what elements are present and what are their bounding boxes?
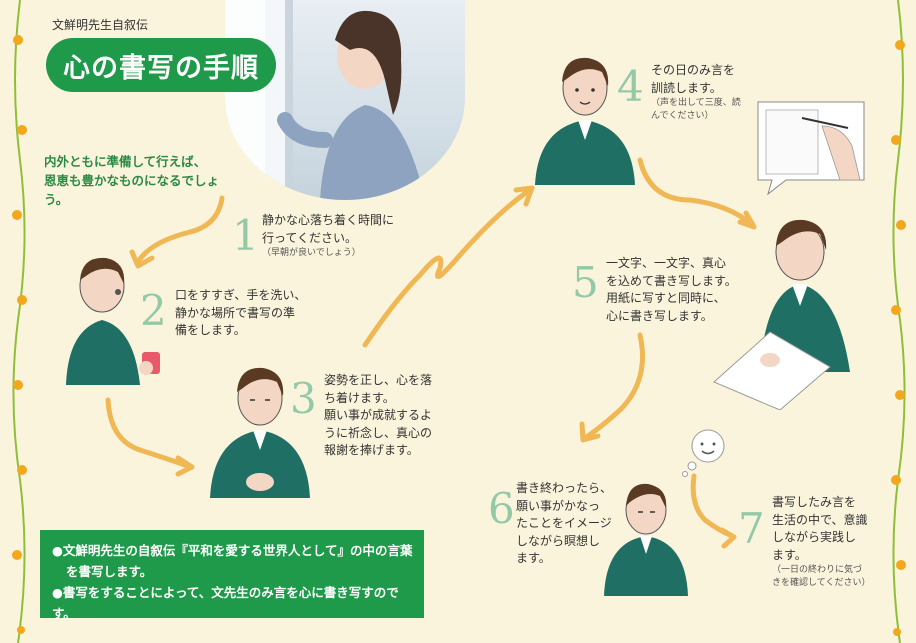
step-7-line-1: 書写したみ言を: [772, 495, 857, 509]
right-floral-border: [891, 0, 906, 643]
step-5-line-3: 用紙に写すと同時に、: [606, 291, 726, 305]
step-1-line-1: 静かな心落ち着く時間に: [262, 213, 395, 227]
arrow-3-to-4: [362, 187, 533, 348]
title-banner: 心の書写の手順: [46, 38, 276, 92]
intro-text: 内外ともに準備して行えば、 恩恵も豊かなものになるでしょう。: [44, 152, 234, 209]
arrow-intro-to-2: [135, 195, 225, 265]
step-3-line-1: 姿勢を正し、心を落: [324, 373, 433, 387]
step-6-number: 6: [488, 484, 515, 533]
step-2-number: 2: [140, 286, 167, 335]
step-6-line-2: 願い事がかなっ: [516, 498, 601, 513]
step-6-text: 書き終わったら、 願い事がかなっ たことをイメージ しながら瞑想し ます。: [516, 480, 612, 568]
step-3-text: 姿勢を正し、心を落 ち着けます。 願い事が成就するよ うに祈念し、真心の 報謝を…: [324, 372, 432, 460]
step-6-line-5: ます。: [516, 551, 551, 565]
person-step-4: [535, 57, 635, 185]
info-line-2: を書写します。: [66, 564, 153, 579]
step-7-line-3: しながら実践し: [772, 530, 857, 544]
step-5-line-4: 心に書き写します。: [606, 308, 713, 323]
person-step-3: [210, 367, 310, 498]
step-1-number: 1: [232, 211, 259, 260]
arrow-3-to-4-head: [513, 185, 535, 207]
step-5-line-1: 一文字、一文字、真心: [606, 256, 727, 270]
step-4-text: その日のみ言を 訓読します。 （声を出して三度、読 んでください）: [651, 62, 741, 123]
writing-hand-bubble: [757, 101, 865, 196]
step-2-line-3: 備をします。: [175, 323, 246, 337]
step-3-line-3: 願い事が成就するよ: [324, 408, 433, 422]
arrow-5-to-6: [582, 332, 645, 441]
step-6-line-3: たことをイメージ: [516, 516, 612, 530]
step-2-line-2: 静かな場所で書写の準: [175, 305, 296, 320]
step-5-line-2: を込めて書き写します。: [606, 273, 737, 288]
arrow-5-to-6-head: [579, 421, 601, 443]
step-4-line-1: その日のみ言を: [651, 63, 736, 77]
step-1-note: （早朝が良いでしょう）: [262, 248, 361, 258]
step-5-text: 一文字、一文字、真心 を込めて書き写します。 用紙に写すと同時に、 心に書き写し…: [606, 255, 737, 325]
pre-title: 文鮮明先生自叙伝: [52, 18, 149, 32]
step-7-note-2: きを確認してください）: [772, 578, 871, 588]
step-4-number: 4: [617, 62, 644, 111]
step-2-text: 口をすすぎ、手を洗い、 静かな場所で書写の準 備をします。: [175, 287, 306, 340]
arrow-4-to-5: [637, 157, 755, 228]
person-step-6: [604, 483, 688, 596]
step-2-line-1: 口をすすぎ、手を洗い、: [175, 288, 307, 302]
step-3-line-5: 報謝を捧げます。: [324, 443, 419, 457]
step-1-line-2: 行ってください。: [262, 230, 358, 245]
step-1-text: 静かな心落ち着く時間に 行ってください。 （早朝が良いでしょう）: [262, 212, 394, 260]
info-box: ●文鮮明先生の自叙伝『平和を愛する世界人として』の中の言葉 を書写します。 ●書…: [40, 530, 424, 621]
step-7-number: 7: [738, 504, 765, 553]
person-step-2: [66, 257, 160, 385]
step-7-line-4: ます。: [772, 547, 807, 562]
step-7-text: 書写したみ言を 生活の中で、意識 しながら実践し ます。 （一日の終わりに気づ …: [772, 494, 870, 590]
step-6-line-4: しながら瞑想し: [516, 533, 601, 548]
step-3-line-2: ち着けます。: [324, 390, 395, 405]
step-5-number: 5: [572, 258, 599, 307]
arrow-4-to-5-head: [737, 210, 757, 230]
step-4-note-1: （声を出して三度、読: [651, 98, 741, 108]
left-floral-border: [12, 0, 27, 643]
step-7-line-2: 生活の中で、意識: [772, 512, 868, 527]
intro-line-1: 内外ともに準備して行えば、: [44, 154, 207, 169]
info-line-3: ●書写をすることによって、文先生のみ言を心に書き写すのです。: [52, 585, 399, 621]
step-4-line-2: 訓読します。: [651, 80, 722, 95]
step-7-note-1: （一日の終わりに気づ: [772, 565, 863, 575]
step-4-note-2: んでください）: [651, 111, 714, 121]
arrow-intro-to-2-head: [129, 249, 155, 269]
thought-bubble: [682, 429, 725, 477]
arrow-6-to-7: [690, 473, 735, 539]
arrow-6-to-7-head: [719, 527, 737, 549]
step-6-line-1: 書き終わったら、: [516, 481, 613, 495]
step-3-number: 3: [290, 374, 317, 423]
arrow-2-to-3: [105, 397, 191, 469]
info-line-1: ●文鮮明先生の自叙伝『平和を愛する世界人として』の中の言葉: [52, 543, 413, 558]
page-title: 心の書写の手順: [63, 52, 259, 84]
step-3-line-4: うに祈念し、真心の: [324, 425, 433, 440]
person-step-5: [713, 219, 850, 410]
arrow-2-to-3-head: [175, 455, 195, 477]
intro-line-2: 恩恵も豊かなものになるでしょう。: [44, 173, 220, 207]
